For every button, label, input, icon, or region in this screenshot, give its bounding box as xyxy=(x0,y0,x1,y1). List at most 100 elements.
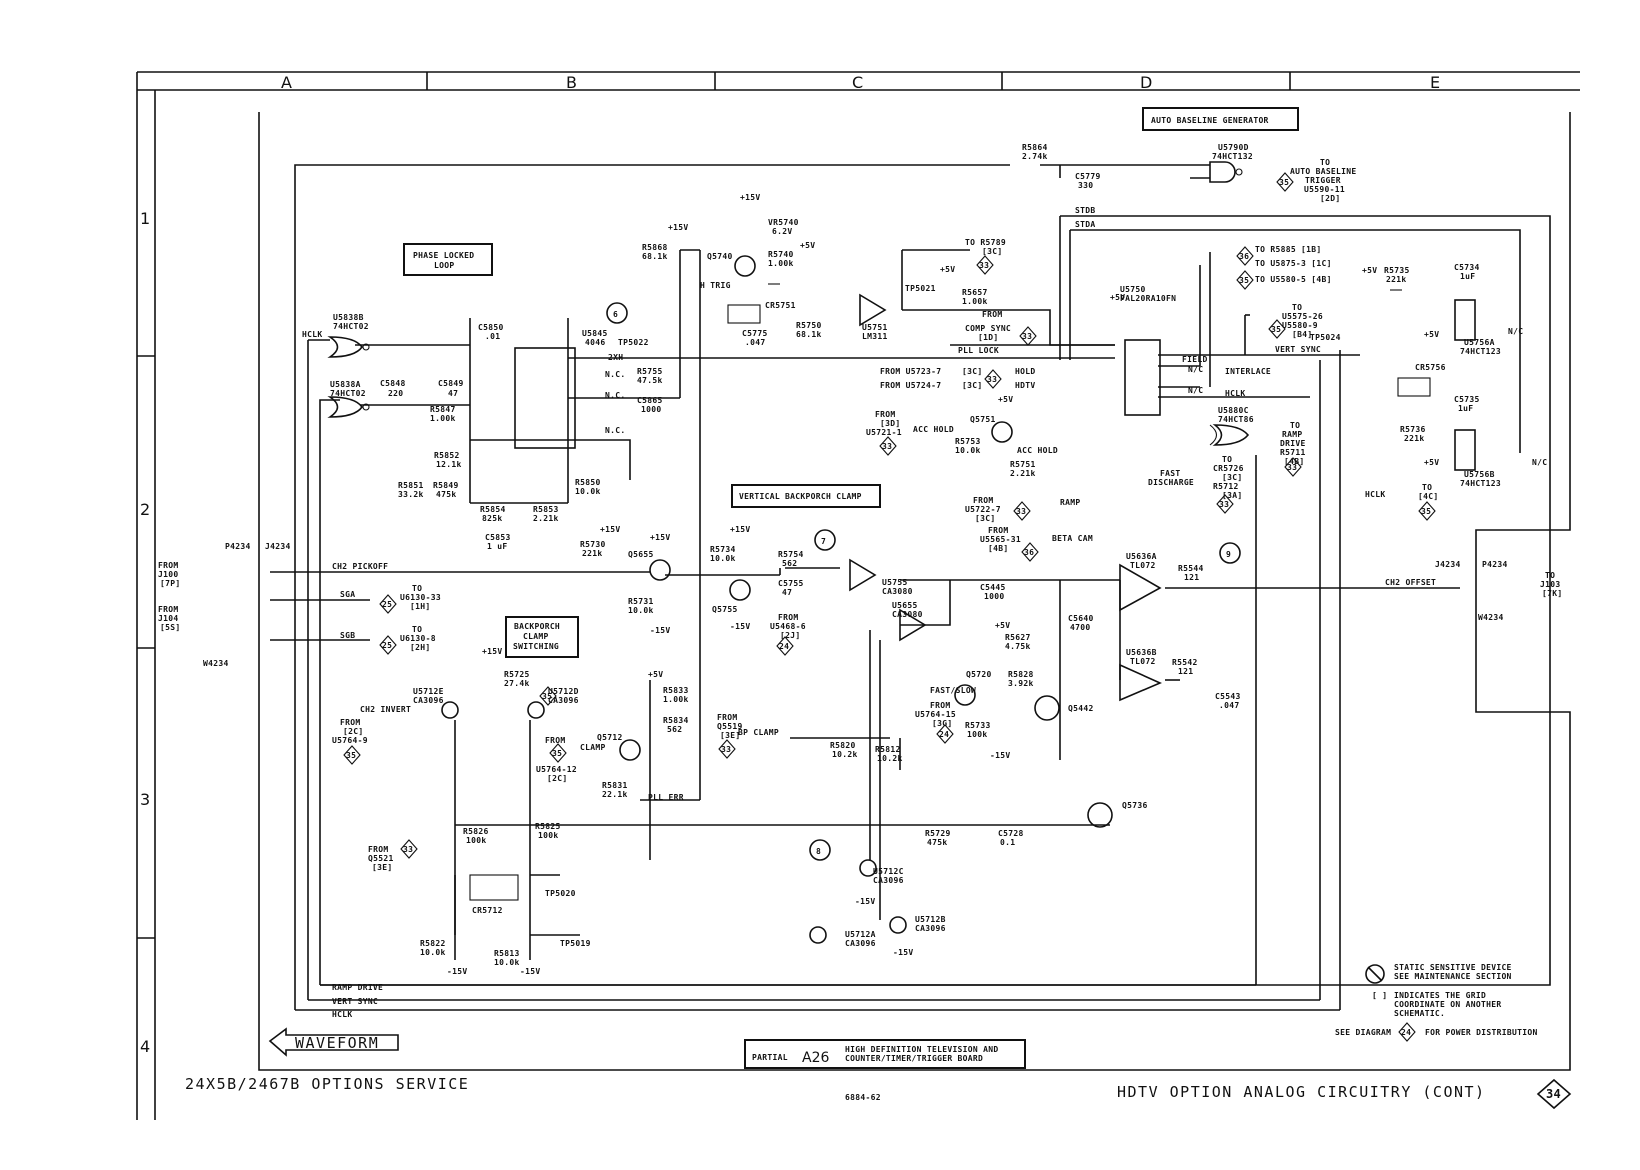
to-u6130-8-1: U6130-8 xyxy=(400,634,436,643)
u5838a-val: 74HCT02 xyxy=(330,389,366,398)
grid-col-e: E xyxy=(1430,73,1440,92)
from-u5764-15-0: FROM xyxy=(930,701,950,710)
r5725-ref: R5725 xyxy=(504,670,530,679)
r5731-ref: R5731 xyxy=(628,597,654,606)
r5736-ref: R5736 xyxy=(1400,425,1426,434)
c5849-val: 47 xyxy=(448,389,458,398)
rail-p15-3: +15V xyxy=(600,525,620,534)
r5854-ref: R5854 xyxy=(480,505,506,514)
vr5740-val: 6.2V xyxy=(772,227,792,236)
r5828-ref: R5828 xyxy=(1008,670,1034,679)
to-auto-4: [2D] xyxy=(1320,194,1340,203)
diamond-33-b: 33 xyxy=(1022,332,1032,341)
title-bcs-2: CLAMP xyxy=(523,632,549,641)
nc-1: N.C. xyxy=(605,370,625,379)
title-pll-2: LOOP xyxy=(434,261,454,270)
u5790-ref: U5790D xyxy=(1218,143,1249,152)
net-hold: HOLD xyxy=(1015,367,1035,376)
to-u5580-5: TO U5580-5 [4B] xyxy=(1255,275,1332,284)
to-u6130-8-0: TO xyxy=(412,625,422,634)
r5755-val: 47.5k xyxy=(637,376,663,385)
net-hdtv: HDTV xyxy=(1015,381,1035,390)
title-box-pll xyxy=(403,243,493,276)
c5755-val: 47 xyxy=(782,588,792,597)
r5851-val: 33.2k xyxy=(398,490,424,499)
rail-p5-3: +5V xyxy=(1110,293,1125,302)
rail-m15-2: -15V xyxy=(730,622,750,631)
u5756b-val: 74HCT123 xyxy=(1460,479,1501,488)
component-labels: R5864 2.74k C5779 330 U5790D 74HCT132 TO… xyxy=(158,143,1562,1019)
from-u5764-15-2: [3G] xyxy=(932,719,952,728)
u5712a-val: CA3096 xyxy=(845,939,876,948)
r5853-ref: R5853 xyxy=(533,505,559,514)
rail-p5-1: +5V xyxy=(800,241,815,250)
c5849-ref: C5849 xyxy=(438,379,464,388)
r5813-val: 10.0k xyxy=(494,958,520,967)
r5736-val: 221k xyxy=(1404,434,1424,443)
from-q5521-1: Q5521 xyxy=(368,854,394,863)
grid-row-4: 4 xyxy=(140,1037,150,1056)
r5831-val: 22.1k xyxy=(602,790,628,799)
rail-p5-4: +5V xyxy=(998,395,1013,404)
u5712c-val: CA3096 xyxy=(873,876,904,885)
u5712e-ref: U5712E xyxy=(413,687,444,696)
board-box xyxy=(744,1039,1026,1069)
cr5756-body xyxy=(1397,377,1431,397)
to-r5789-1: [3C] xyxy=(982,247,1002,256)
title-bcs-1: BACKPORCH xyxy=(514,622,560,631)
diamond-24-b: 24 xyxy=(939,730,949,739)
from-u5764-12-2: [2C] xyxy=(547,774,567,783)
legend-see-diagram: SEE DIAGRAM xyxy=(1335,1028,1391,1037)
u5712d-ref: U5712D xyxy=(548,687,579,696)
waveform-label: WAVEFORM xyxy=(295,1034,379,1052)
u5755-ref: U5755 xyxy=(882,578,908,587)
net-stda: STDA xyxy=(1075,220,1095,229)
diamond-35-b: 35 xyxy=(1239,276,1249,285)
diamond-33-e: 33 xyxy=(1016,507,1026,516)
to-u6130-33-2: [1H] xyxy=(410,602,430,611)
r5868-val: 68.1k xyxy=(642,252,668,261)
c5865-val: 1000 xyxy=(641,405,661,414)
to-u5575-3: [B4] xyxy=(1292,330,1312,339)
u5756b-ref: U5756B xyxy=(1464,470,1495,479)
rail-p5-2: +5V xyxy=(940,265,955,274)
marker-8: 8 xyxy=(816,847,821,856)
u5636b-ref: U5636B xyxy=(1126,648,1157,657)
r5542-val: 121 xyxy=(1178,667,1193,676)
to-u5575-2: U5580-9 xyxy=(1282,321,1318,330)
grid-col-a: A xyxy=(281,73,292,92)
r5847-ref: R5847 xyxy=(430,405,456,414)
from-j100-1: J100 xyxy=(158,570,178,579)
net-beta-cam: BETA CAM xyxy=(1052,534,1093,543)
to-u6130-33-0: TO xyxy=(412,584,422,593)
u5880c-val: 74HCT86 xyxy=(1218,415,1254,424)
to-4c-0: TO xyxy=(1422,483,1432,492)
c5445-ref: C5445 xyxy=(980,583,1006,592)
r5753-ref: R5753 xyxy=(955,437,981,446)
rail-m15-3: -15V xyxy=(990,751,1010,760)
from-j100-0: FROM xyxy=(158,561,178,570)
board-name-1: HIGH DEFINITION TELEVISION AND xyxy=(845,1045,999,1054)
net-h-trig: H TRIG xyxy=(700,281,731,290)
c5445-val: 1000 xyxy=(984,592,1004,601)
from-u5722-0: FROM xyxy=(973,496,993,505)
from-j104-2: [5S] xyxy=(160,623,180,632)
legend-bracket: [ ] xyxy=(1372,991,1387,1000)
r5828-val: 3.92k xyxy=(1008,679,1034,688)
nc-6: N/C xyxy=(1508,327,1523,336)
q5751-ref: Q5751 xyxy=(970,415,996,424)
diamond-35-d: 35 xyxy=(1421,507,1431,516)
r5831-ref: R5831 xyxy=(602,781,628,790)
r5753-val: 10.0k xyxy=(955,446,981,455)
net-ramp: RAMP xyxy=(1060,498,1080,507)
net-acc-hold-2: ACC HOLD xyxy=(1017,446,1058,455)
diamond-35-a: 35 xyxy=(1279,178,1289,187)
r5751-val: 2.21k xyxy=(1010,469,1036,478)
to-ramp-4: [4B] xyxy=(1284,457,1304,466)
net-hclk-right: HCLK xyxy=(1365,490,1385,499)
rail-p15-6: +15V xyxy=(482,647,502,656)
diamond-36-a: 36 xyxy=(1024,548,1034,557)
board-outline xyxy=(258,112,1571,1071)
diagram-number: 34 xyxy=(1546,1087,1561,1101)
c5735-val: 1uF xyxy=(1458,404,1473,413)
